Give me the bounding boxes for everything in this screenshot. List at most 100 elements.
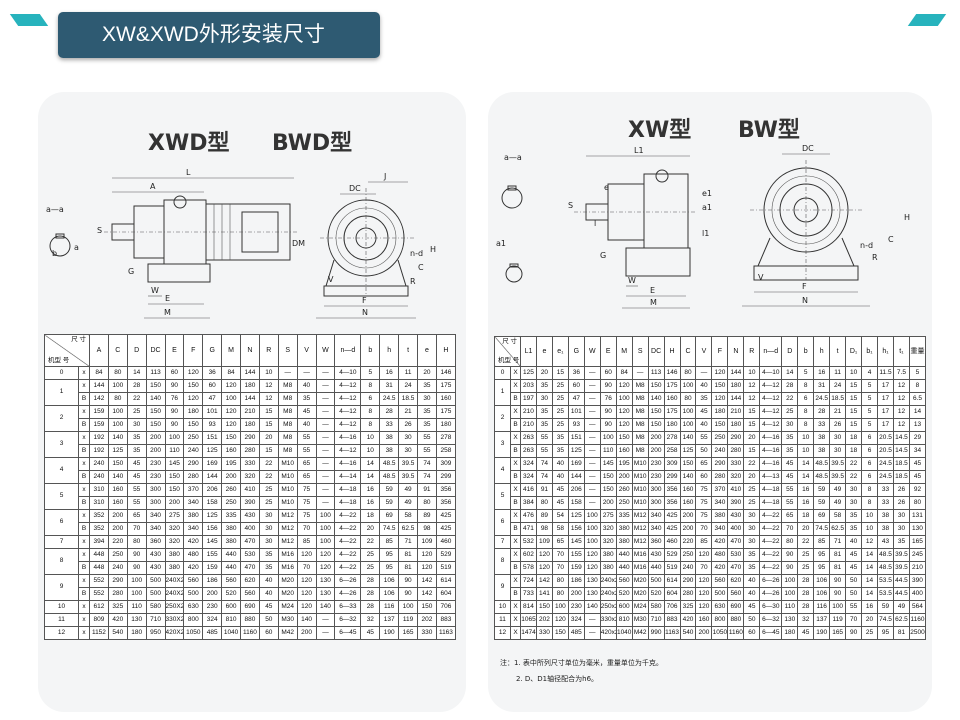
table-cell: 500 xyxy=(145,574,166,588)
table-cell: 175 xyxy=(663,379,681,393)
table-cell: 604 xyxy=(435,587,457,601)
table-cell: 810 xyxy=(221,613,241,627)
label-n-d: n-d xyxy=(860,241,873,250)
table-cell: 15 xyxy=(551,366,569,380)
table-cell: 150 xyxy=(615,431,633,445)
table-cell: 144 xyxy=(202,470,223,484)
table-cell: 120 xyxy=(615,405,633,419)
table-cell: 320 xyxy=(164,535,185,549)
table-note-1: 注：1. 表中所列尺寸单位为毫米，重量单位为千克。 xyxy=(500,659,663,667)
table-cell: 250 xyxy=(107,548,128,562)
model-type-cell: X xyxy=(510,483,521,497)
table-cell: 552 xyxy=(89,574,109,588)
table-cell: 24 xyxy=(398,379,418,393)
table-cell: 100 xyxy=(615,392,633,406)
table-cell: 28 xyxy=(797,600,815,614)
table-cell: 4—18 xyxy=(334,496,362,510)
model-type-cell: X xyxy=(510,535,521,549)
label-V: V xyxy=(328,275,334,284)
table-cell: 130 xyxy=(583,574,601,588)
table-cell: 480 xyxy=(183,548,204,562)
table-cell: 324 xyxy=(567,613,585,627)
model-type-cell: x xyxy=(78,548,90,562)
table-cell: — xyxy=(315,366,336,380)
table-cell: 159 xyxy=(202,561,223,575)
table-cell: 60 xyxy=(599,366,617,380)
model-number-cell: 5 xyxy=(44,483,79,510)
table-cell: 260 xyxy=(221,483,241,497)
table-cell: 20.5 xyxy=(877,444,894,458)
table-cell: 146 xyxy=(435,366,457,380)
table-cell: 80 xyxy=(781,535,799,549)
table-cell: 100 xyxy=(107,405,128,419)
table-cell: 142 xyxy=(535,574,553,588)
table-cell: M12 xyxy=(277,509,298,523)
label-S: S xyxy=(568,201,573,210)
table-row: B73314180200130240x2520M2052060428012050… xyxy=(495,587,927,601)
model-number-cell: 0 xyxy=(494,366,511,380)
col-header: W xyxy=(583,336,601,367)
table-cell: M8 xyxy=(631,405,649,419)
table-cell: 140 xyxy=(315,600,336,614)
table-cell: 120 xyxy=(695,587,713,601)
table-cell: 90 xyxy=(829,574,847,588)
table-cell: 44.5 xyxy=(892,574,910,588)
table-cell: 150 xyxy=(711,379,729,393)
table-cell: 120 xyxy=(711,392,729,406)
table-cell: 45 xyxy=(845,561,863,575)
table-cell: 119 xyxy=(829,613,847,627)
model-number-cell: 0 xyxy=(44,366,79,380)
table-cell: 75 xyxy=(695,509,713,523)
table-cell: — xyxy=(631,366,649,380)
table-cell: 22 xyxy=(743,457,761,471)
col-header: b₁ xyxy=(861,336,879,367)
table-cell: 12 xyxy=(258,392,279,406)
table-cell: 4—22 xyxy=(759,548,783,562)
table-cell: 5 xyxy=(908,366,927,380)
table-cell: 1163 xyxy=(663,626,681,640)
table-corner-cell: 尺 寸 机型 号 xyxy=(44,334,90,367)
table-cell: M8 xyxy=(631,418,649,432)
table-cell: 25 xyxy=(743,496,761,510)
table-cell: 32 xyxy=(797,613,815,627)
table-cell: 8 xyxy=(797,418,815,432)
table-cell: 4—12 xyxy=(759,392,783,406)
col-header: e xyxy=(535,336,553,367)
table-cell: 59 xyxy=(877,600,894,614)
table-cell: 44.5 xyxy=(892,587,910,601)
table-cell: 5 xyxy=(797,366,815,380)
model-number-cell: 7 xyxy=(44,535,79,549)
table-cell: 6.5 xyxy=(908,392,927,406)
table-cell: 200 xyxy=(679,509,697,523)
table-cell: 258 xyxy=(663,444,681,458)
table-cell: 430 xyxy=(240,509,260,523)
table-cell: 90 xyxy=(829,587,847,601)
table-cell: 90 xyxy=(398,574,418,588)
table-cell: 10 xyxy=(861,522,879,536)
table-cell: — xyxy=(315,626,336,640)
table-cell: 22 xyxy=(360,535,381,549)
model-type-cell: X xyxy=(510,405,521,419)
label-F: F xyxy=(802,282,807,291)
table-cell: 160 xyxy=(663,392,681,406)
table-cell: 195 xyxy=(221,457,241,471)
table-cell: 180 xyxy=(183,405,204,419)
table-cell: 6—32 xyxy=(334,613,362,627)
table-cell: 356 xyxy=(435,483,457,497)
table-cell: 40 xyxy=(551,457,569,471)
table-cell: 21 xyxy=(829,405,847,419)
table-cell: 93 xyxy=(202,418,223,432)
table-cell: 230 xyxy=(202,600,223,614)
table-cell: 4 xyxy=(861,366,879,380)
table-cell: 160 xyxy=(435,392,457,406)
table-cell: 4—22 xyxy=(334,561,362,575)
table-cell: 4—16 xyxy=(759,431,783,445)
table-cell: M16 xyxy=(277,561,298,575)
table-cell: 410 xyxy=(240,483,260,497)
table-cell: 335 xyxy=(221,509,241,523)
table-cell: 578 xyxy=(520,561,537,575)
label-W: W xyxy=(628,276,636,285)
